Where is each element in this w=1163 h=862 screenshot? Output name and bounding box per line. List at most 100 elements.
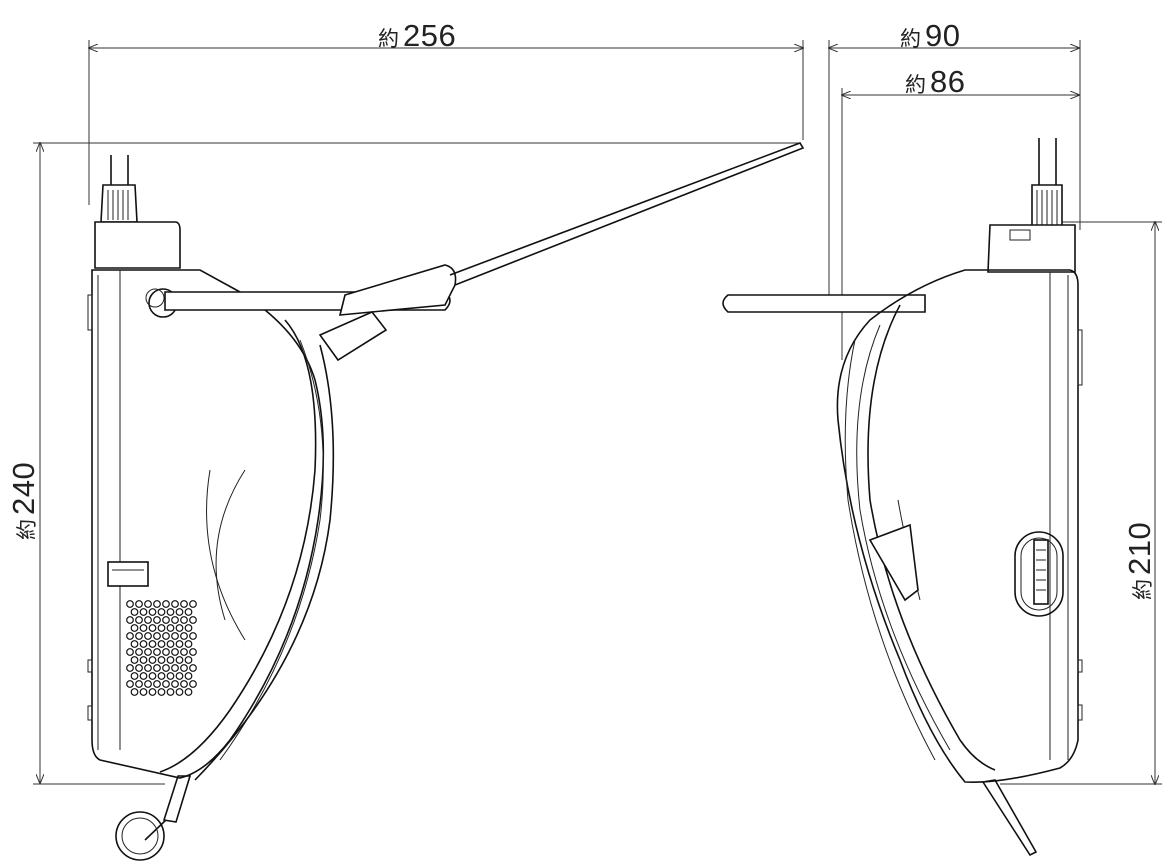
right-side-view: [722, 138, 1083, 857]
grille-hole: [130, 688, 139, 696]
grille-hole: [189, 616, 197, 624]
left-side-view: [87, 142, 805, 861]
grille-hole: [171, 664, 179, 672]
grille-hole: [144, 632, 152, 640]
grille-hole: [130, 640, 139, 648]
grille-hole: [184, 656, 193, 664]
grille-hole: [135, 648, 143, 656]
grille-hole: [126, 600, 134, 608]
grille-hole: [135, 680, 143, 688]
grille-hole: [162, 680, 170, 688]
grille-hole: [189, 680, 197, 688]
grille-hole: [175, 672, 184, 680]
grille-hole: [139, 672, 148, 680]
dim-value: 256: [403, 18, 457, 53]
speaker-grille: [126, 600, 197, 696]
grille-hole: [148, 624, 157, 632]
dim-value: 210: [1122, 521, 1157, 575]
grille-hole: [162, 600, 170, 608]
grille-hole: [166, 688, 175, 696]
grille-hole: [175, 688, 184, 696]
dim-value: 240: [6, 461, 41, 515]
grille-hole: [175, 656, 184, 664]
grille-hole: [162, 648, 170, 656]
grille-hole: [180, 664, 188, 672]
grille-hole: [135, 632, 143, 640]
grille-hole: [184, 672, 193, 680]
grille-hole: [144, 664, 152, 672]
grille-hole: [157, 640, 166, 648]
grille-hole: [166, 608, 175, 616]
grille-hole: [157, 656, 166, 664]
grille-hole: [135, 616, 143, 624]
dim-value: 86: [930, 64, 966, 99]
grille-hole: [126, 648, 134, 656]
grille-hole: [166, 640, 175, 648]
grille-hole: [162, 664, 170, 672]
grille-hole: [126, 632, 134, 640]
grille-hole: [144, 616, 152, 624]
grille-hole: [189, 632, 197, 640]
grille-hole: [148, 656, 157, 664]
grille-hole: [126, 664, 134, 672]
grille-hole: [166, 672, 175, 680]
grille-hole: [157, 624, 166, 632]
grille-hole: [130, 608, 139, 616]
grille-hole: [184, 608, 193, 616]
grille-hole: [184, 688, 193, 696]
grille-hole: [126, 680, 134, 688]
grille-hole: [126, 616, 134, 624]
grille-hole: [153, 680, 161, 688]
grille-hole: [189, 664, 197, 672]
grille-hole: [139, 608, 148, 616]
grille-hole: [157, 672, 166, 680]
grille-hole: [171, 632, 179, 640]
grille-hole: [130, 672, 139, 680]
grille-hole: [135, 664, 143, 672]
grille-hole: [130, 656, 139, 664]
grille-hole: [144, 680, 152, 688]
dim-prefix: 約: [378, 27, 399, 51]
dim-body-height-label: 約210: [1122, 521, 1157, 600]
grille-hole: [162, 616, 170, 624]
grille-hole: [189, 648, 197, 656]
grille-hole: [135, 600, 143, 608]
grille-hole: [184, 640, 193, 648]
grille-hole: [144, 648, 152, 656]
grille-hole: [148, 672, 157, 680]
grille-hole: [171, 680, 179, 688]
grille-hole: [171, 616, 179, 624]
grille-hole: [180, 680, 188, 688]
grille-hole: [148, 608, 157, 616]
grille-hole: [171, 600, 179, 608]
grille-hole: [166, 624, 175, 632]
grille-hole: [175, 608, 184, 616]
grille-hole: [139, 656, 148, 664]
grille-hole: [157, 608, 166, 616]
dim-prefix: 約: [905, 73, 926, 97]
grille-hole: [153, 648, 161, 656]
grille-hole: [153, 632, 161, 640]
grille-hole: [180, 632, 188, 640]
grille-hole: [148, 640, 157, 648]
dim-total-height-label: 約 240: [6, 461, 41, 540]
grille-hole: [171, 648, 179, 656]
grille-hole: [144, 600, 152, 608]
grille-hole: [180, 600, 188, 608]
grille-hole: [130, 624, 139, 632]
grille-hole: [162, 632, 170, 640]
grille-hole: [153, 616, 161, 624]
grille-hole: [153, 664, 161, 672]
grille-hole: [139, 624, 148, 632]
dimension-lines: [33, 40, 1162, 784]
grille-hole: [184, 624, 193, 632]
dim-prefix: 約: [900, 27, 921, 51]
dim-prefix: 約: [15, 519, 39, 540]
grille-hole: [189, 600, 197, 608]
grille-hole: [139, 640, 148, 648]
dim-value: 90: [925, 18, 961, 53]
grille-hole: [180, 648, 188, 656]
